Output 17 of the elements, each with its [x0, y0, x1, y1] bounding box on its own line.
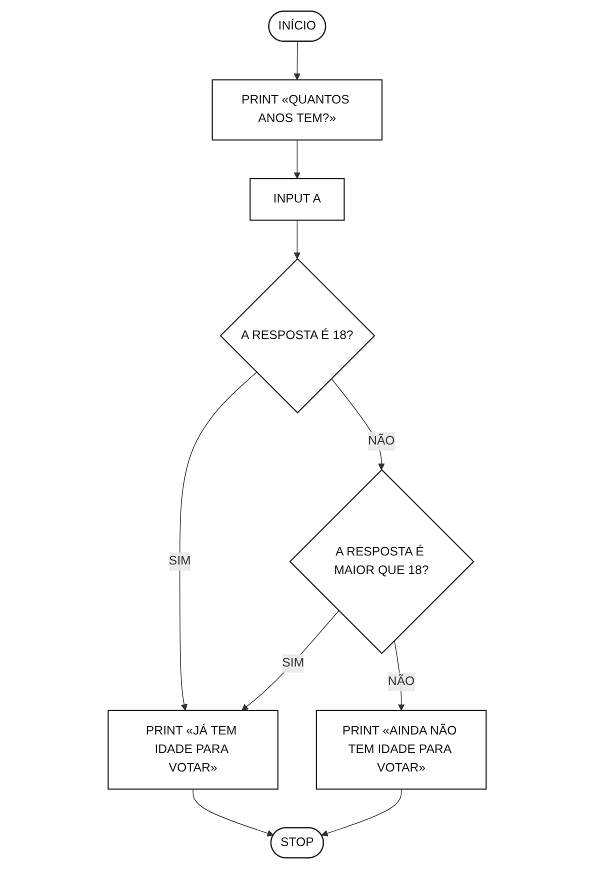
node-box: INPUT A — [250, 178, 346, 221]
edge-label: SIM — [169, 554, 192, 568]
edge-label: SIM — [282, 656, 304, 670]
arrow — [242, 610, 340, 711]
node-diamond: A RESPOSTA É 18? — [220, 258, 376, 414]
arrow — [322, 788, 402, 836]
edge-label: NÃO — [368, 434, 396, 448]
arrow — [294, 220, 301, 260]
arrow — [294, 140, 301, 179]
node-box: PRINT «QUANTOS ANOS TEM?» — [212, 79, 383, 141]
node-box: PRINT «JÁ TEM IDADE PARA VOTAR» — [108, 710, 279, 790]
node-box: PRINT «AINDA NÃO TEM IDADE PARA VOTAR» — [316, 710, 488, 790]
arrow — [294, 41, 301, 80]
arrow — [180, 372, 258, 711]
node-diamond: A RESPOSTA É MAIOR QUE 18? — [290, 468, 475, 654]
edge-label: NÃO — [388, 674, 416, 688]
arrow — [192, 788, 274, 837]
